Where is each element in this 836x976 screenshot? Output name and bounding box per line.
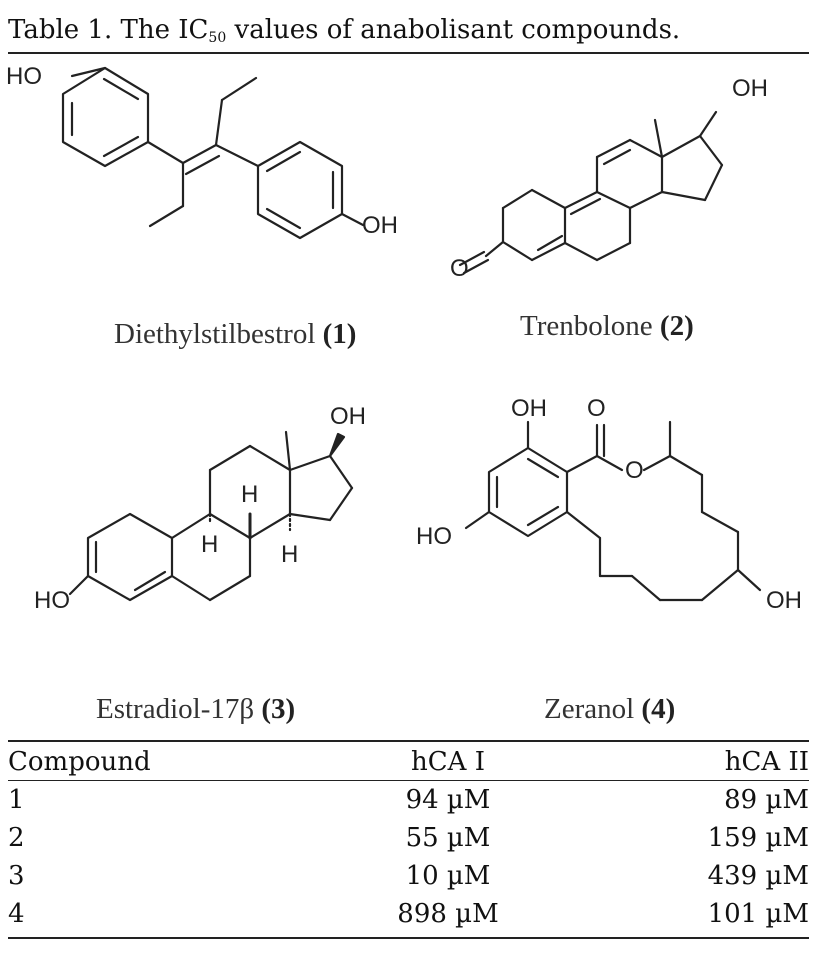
header-compound: Compound <box>8 747 151 777</box>
structure-diethylstilbestrol <box>61 66 365 240</box>
table-row: 2 55 µM 159 µM <box>8 820 809 856</box>
compound-number-1: (1) <box>322 318 357 350</box>
table-header-row: Compound hCA I hCA II <box>8 744 809 780</box>
caption-suffix: values of anabolisant compounds. <box>226 15 681 45</box>
compound-name-1: Diethylstilbestrol <box>114 318 316 350</box>
compound-name-3: Estradiol-17β <box>96 693 255 725</box>
cell-hca-i: 55 µM <box>405 823 491 853</box>
table-row: 4 898 µM 101 µM <box>8 896 809 932</box>
cell-hca-ii: 439 µM <box>707 861 809 891</box>
h-label-3c: H <box>281 541 298 568</box>
compound-label-1: Diethylstilbestrol (1) <box>114 318 356 351</box>
caption-subscript: 50 <box>208 30 227 46</box>
cell-compound: 4 <box>8 899 25 929</box>
structure-zeranol <box>464 420 762 602</box>
o-label-4a: O <box>587 395 606 422</box>
h-label-3b: H <box>201 531 218 558</box>
cell-hca-i: 898 µM <box>397 899 499 929</box>
cell-hca-ii: 89 µM <box>724 785 809 815</box>
compound-label-3: Estradiol-17β (3) <box>96 693 295 726</box>
header-rule <box>8 780 809 781</box>
cell-hca-i: 94 µM <box>405 785 491 815</box>
oh-label-1: OH <box>362 212 398 239</box>
caption-prefix: Table 1. The IC <box>8 15 209 45</box>
cell-compound: 2 <box>8 823 25 853</box>
table-row: 1 94 µM 89 µM <box>8 782 809 818</box>
ho-label-4: HO <box>416 523 452 550</box>
compound-name-2: Trenbolone <box>520 310 653 342</box>
top-rule <box>8 52 809 54</box>
compound-label-2: Trenbolone (2) <box>520 310 694 343</box>
ho-label-3: HO <box>34 587 70 614</box>
compound-name-4: Zeranol <box>544 693 635 725</box>
o-label-2: O <box>450 255 469 282</box>
oh-label-2: OH <box>732 75 768 102</box>
compound-number-2: (2) <box>659 310 694 342</box>
cell-hca-ii: 101 µM <box>707 899 809 929</box>
compound-number-3: (3) <box>261 693 296 725</box>
header-hca-i: hCA I <box>411 747 485 777</box>
structures-figure: HO OH O OH HO OH H H H OH O O HO OH Diet… <box>0 60 836 740</box>
oh-label-3: OH <box>330 403 366 430</box>
structure-trenbolone <box>458 110 724 275</box>
atom-labels: HO OH O OH HO OH H H H OH O O HO OH <box>6 63 802 614</box>
table-top-rule <box>8 740 809 742</box>
oh-label-4b: OH <box>766 587 802 614</box>
h-label-3a: H <box>241 481 258 508</box>
bottom-rule <box>8 937 809 939</box>
oh-label-4: OH <box>511 395 547 422</box>
cell-compound: 3 <box>8 861 25 891</box>
header-hca-ii: hCA II <box>724 747 809 777</box>
ho-label-1: HO <box>6 63 42 90</box>
structures-drawing: HO OH O OH HO OH H H H OH O O HO OH <box>6 63 802 614</box>
compound-label-4: Zeranol (4) <box>544 693 675 726</box>
cell-hca-ii: 159 µM <box>707 823 809 853</box>
table-caption: Table 1. The IC50 values of anabolisant … <box>8 14 680 54</box>
o-label-4b: O <box>625 457 644 484</box>
compound-number-4: (4) <box>641 693 676 725</box>
structure-estradiol <box>68 430 354 602</box>
table-row: 3 10 µM 439 µM <box>8 858 809 894</box>
cell-compound: 1 <box>8 785 25 815</box>
cell-hca-i: 10 µM <box>405 861 491 891</box>
